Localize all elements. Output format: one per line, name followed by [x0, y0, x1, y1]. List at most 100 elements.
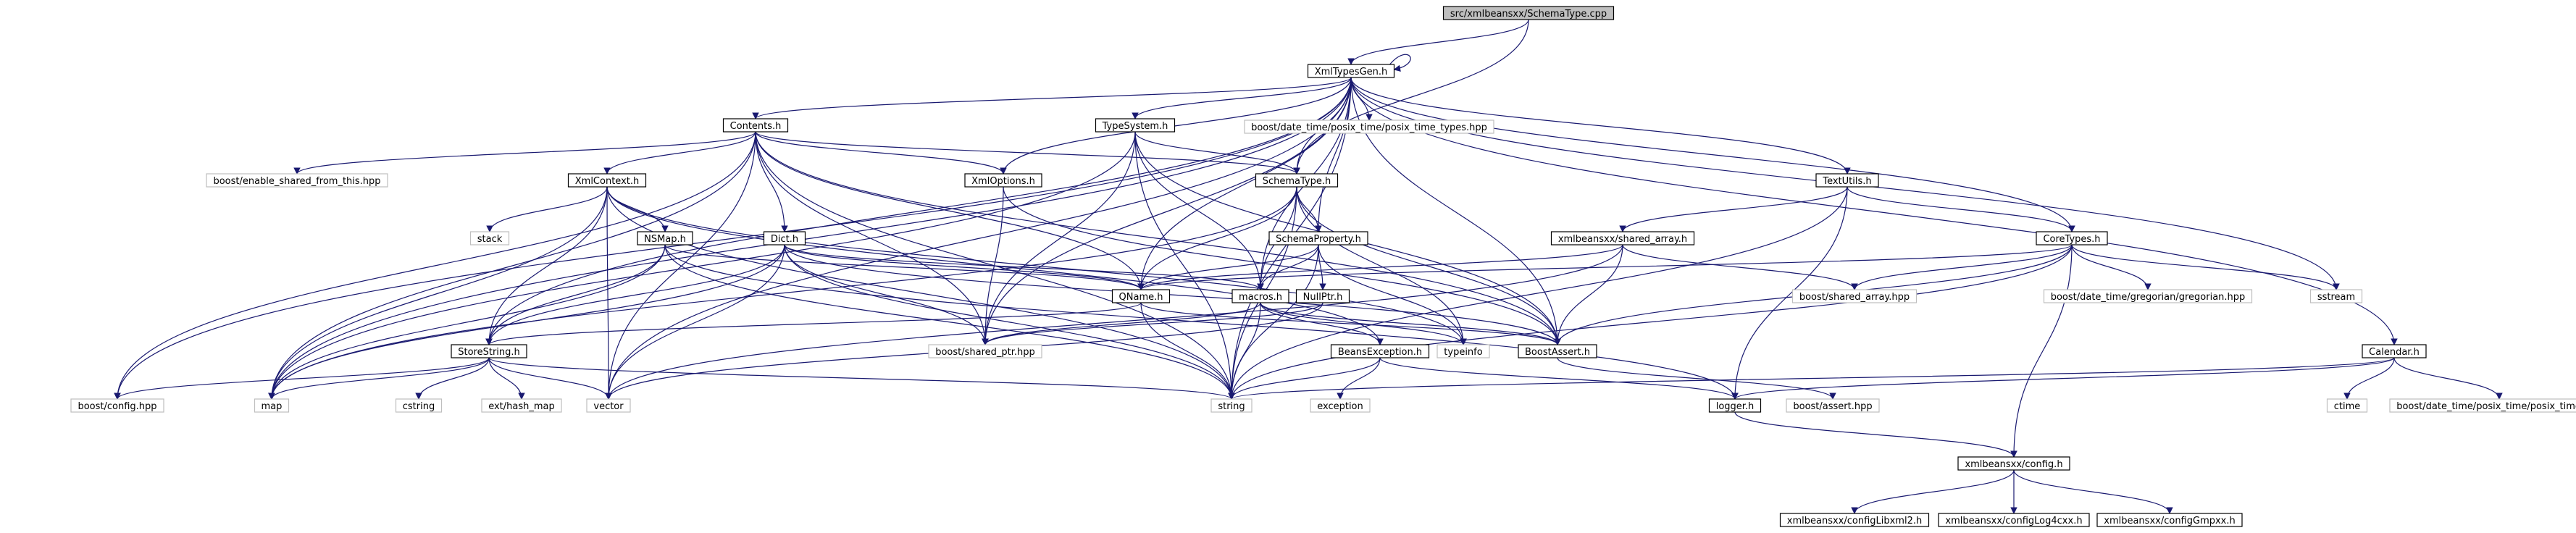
- edge-macros-to-beansexc: [1260, 302, 1384, 345]
- node-label: SchemaType.h: [1263, 176, 1331, 187]
- node-textutils-h[interactable]: TextUtils.h: [1815, 173, 1879, 188]
- edge-schematype-to-boostassert: [1296, 186, 1561, 345]
- node-label: xmlbeansxx/configLibxml2.h: [1787, 516, 1922, 526]
- edge-storestring-to-boostconfig: [114, 357, 490, 400]
- node-logger-h[interactable]: logger.h: [1708, 398, 1762, 413]
- edge-xmlcontext-to-storestring: [485, 186, 608, 345]
- edge-macros-to-string: [1228, 302, 1261, 400]
- node-macros-h[interactable]: macros.h: [1231, 289, 1289, 303]
- edge-schemaprop-to-qname: [1137, 244, 1319, 290]
- node-box: [2389, 398, 2576, 413]
- edge-sharedarray-to-qname: [1137, 244, 1623, 290]
- edge-textutils-to-string: [1228, 186, 1848, 400]
- node-boostassert-h[interactable]: BoostAssert.h: [1518, 344, 1597, 358]
- edge-schemaprop-to-macros: [1257, 244, 1319, 290]
- edge-schematype-to-qname: [1137, 186, 1297, 290]
- node-label: macros.h: [1239, 292, 1282, 303]
- node-xmloptions-h[interactable]: XmlOptions.h: [964, 173, 1042, 188]
- node-label: ctime: [2334, 401, 2361, 412]
- node-box: [469, 231, 510, 245]
- node-xmlbeansxx-config-h[interactable]: xmlbeansxx/config.h: [1957, 456, 2070, 471]
- node-boost-date-time-gregorian-gregorian-hpp[interactable]: boost/date_time/gregorian/gregorian.hpp: [2043, 289, 2253, 303]
- edge-storestring-to-cstring: [415, 357, 490, 400]
- node-ctime[interactable]: ctime: [2326, 398, 2368, 413]
- node-typeinfo[interactable]: typeinfo: [1437, 344, 1490, 358]
- node-typesystem-h[interactable]: TypeSystem.h: [1095, 118, 1176, 133]
- edge-storestring-to-hashmap: [488, 357, 525, 400]
- node-dict-h[interactable]: Dict.h: [763, 231, 806, 245]
- node-box: [1779, 513, 1930, 527]
- edge-xmlcontext-to-typeinfo: [606, 186, 1467, 345]
- edge-contents-to-boostconfig: [114, 131, 756, 400]
- node-xmlbeansxx-configgmpxx-h[interactable]: xmlbeansxx/configGmpxx.h: [2096, 513, 2243, 527]
- node-box: [2036, 231, 2108, 245]
- node-ext-hash-map[interactable]: ext/hash_map: [481, 398, 562, 413]
- node-nsmap-h[interactable]: NSMap.h: [637, 231, 693, 245]
- node-box: [1442, 6, 1615, 20]
- node-label: boost/assert.hpp: [1793, 401, 1872, 412]
- node-sstream[interactable]: sstream: [2309, 289, 2363, 303]
- node-box: [1791, 289, 1918, 303]
- node-box: [1095, 118, 1176, 133]
- edge-contents-to-vector: [605, 131, 756, 400]
- edge-typesystem-to-sharedptr: [982, 131, 1136, 345]
- node-layer: src/xmlbeansxx/SchemaType.cppXmlTypesGen…: [70, 6, 2576, 527]
- node-stack[interactable]: stack: [469, 231, 510, 245]
- node-contents-h[interactable]: Contents.h: [722, 118, 789, 133]
- edge-contents-to-enableshared: [293, 131, 756, 175]
- edge-contents-to-qname: [755, 131, 1145, 290]
- node-xmlcontext-h[interactable]: XmlContext.h: [567, 173, 647, 188]
- node-boost-assert-hpp[interactable]: boost/assert.hpp: [1786, 398, 1880, 413]
- edge-contents-to-xmloptions: [755, 131, 1007, 175]
- node-string[interactable]: string: [1210, 398, 1253, 413]
- node-cstring[interactable]: cstring: [395, 398, 443, 413]
- node-box: [1255, 173, 1339, 188]
- node-nullptr-h[interactable]: NullPtr.h: [1295, 289, 1350, 303]
- node-box: [1938, 513, 2090, 527]
- node-label: XmlOptions.h: [971, 176, 1035, 187]
- node-xmlbeansxx-shared-array-h[interactable]: xmlbeansxx/shared_array.h: [1550, 231, 1695, 245]
- node-calendar-h[interactable]: Calendar.h: [2362, 344, 2427, 358]
- node-beansexception-h[interactable]: BeansException.h: [1330, 344, 1430, 358]
- node-box: [722, 118, 789, 133]
- node-qname-h[interactable]: QName.h: [1111, 289, 1171, 303]
- node-boost-shared-array-hpp[interactable]: boost/shared_array.hpp: [1791, 289, 1918, 303]
- node-schematype-h[interactable]: SchemaType.h: [1255, 173, 1339, 188]
- edge-qname-to-string: [1140, 302, 1235, 400]
- node-xmlbeansxx-configlibxml2-h[interactable]: xmlbeansxx/configLibxml2.h: [1779, 513, 1930, 527]
- node-boost-shared-ptr-hpp[interactable]: boost/shared_ptr.hpp: [928, 344, 1042, 358]
- edge-textutils-to-sharedarray: [1619, 186, 1848, 232]
- node-storestring-h[interactable]: StoreString.h: [451, 344, 527, 358]
- node-vector[interactable]: vector: [586, 398, 631, 413]
- edge-dict-to-sharedptr: [784, 244, 989, 345]
- node-label: NSMap.h: [644, 234, 686, 245]
- edge-coretypes-to-sharedarrayhpp: [1851, 244, 2073, 290]
- node-label: XmlTypesGen.h: [1315, 67, 1388, 77]
- node-label: typeinfo: [1444, 347, 1482, 358]
- node-map[interactable]: map: [254, 398, 290, 413]
- edge-contents-to-map: [268, 131, 756, 400]
- node-schemaproperty-h[interactable]: SchemaProperty.h: [1268, 231, 1368, 245]
- node-boost-enable-shared-from-this-hpp[interactable]: boost/enable_shared_from_this.hpp: [206, 173, 388, 188]
- edge-root-to-schematype: [1293, 19, 1529, 175]
- node-xmlbeansxx-configlog4cxx-h[interactable]: xmlbeansxx/configLog4cxx.h: [1938, 513, 2090, 527]
- node-boost-date-time-posix-time-posix-time-hpp[interactable]: boost/date_time/posix_time/posix_time.hp…: [2389, 398, 2576, 413]
- edge-contents-to-xmlcontext: [603, 131, 756, 175]
- edge-dict-to-vector: [605, 244, 785, 400]
- edge-coretypes-to-string: [1228, 244, 2073, 400]
- node-xmltypesgen-h[interactable]: XmlTypesGen.h: [1307, 64, 1395, 78]
- edge-contents-to-dict: [755, 131, 788, 232]
- edge-coretypes-to-sstream: [2071, 244, 2340, 290]
- edge-sharedarray-to-sharedarrayhpp: [1622, 244, 1858, 290]
- edge-storestring-to-vector: [488, 357, 612, 400]
- node-src-xmlbeansxx-schematype-cpp[interactable]: src/xmlbeansxx/SchemaType.cpp: [1442, 6, 1615, 20]
- node-boost-date-time-posix-time-posix-time-types-hpp[interactable]: boost/date_time/posix_time/posix_time_ty…: [1244, 119, 1494, 134]
- node-boost-config-hpp[interactable]: boost/config.hpp: [70, 398, 164, 413]
- edge-dict-to-string: [784, 244, 1235, 400]
- node-label: xmlbeansxx/configLog4cxx.h: [1945, 516, 2082, 526]
- node-exception[interactable]: exception: [1310, 398, 1371, 413]
- node-label: BoostAssert.h: [1525, 347, 1590, 358]
- edge-schematype-to-schemaprop: [1296, 186, 1322, 232]
- node-coretypes-h[interactable]: CoreTypes.h: [2036, 231, 2108, 245]
- node-box: [1786, 398, 1880, 413]
